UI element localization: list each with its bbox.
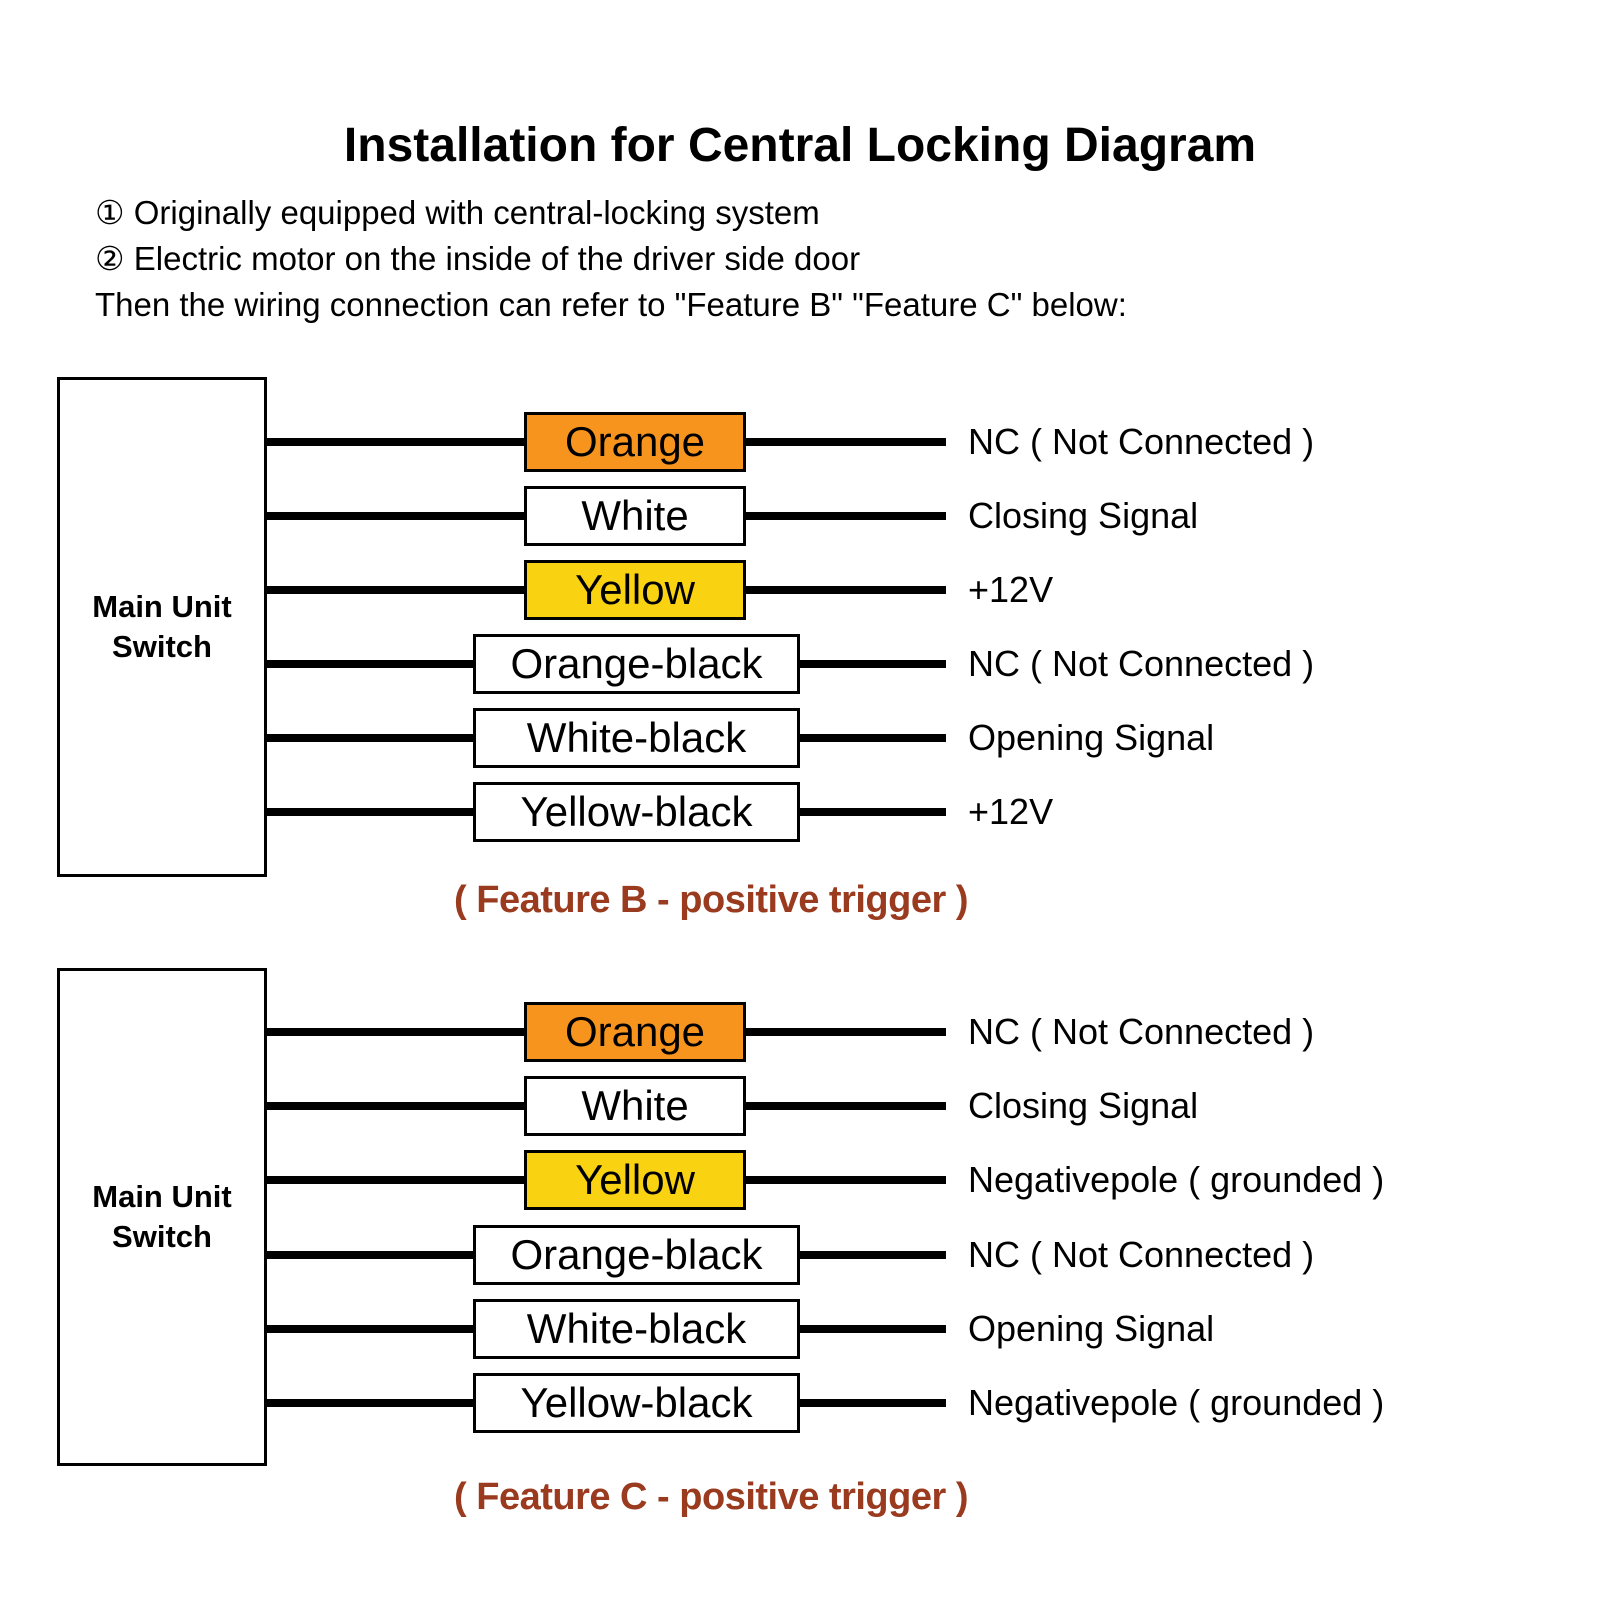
signal-label: Closing Signal <box>968 495 1199 536</box>
wire-label: White-black <box>526 1305 747 1352</box>
wire-line-right <box>798 1325 946 1333</box>
wire-line-left <box>264 1102 524 1110</box>
wire-line-left <box>264 438 524 446</box>
wire-line-left <box>264 586 524 594</box>
wire-line-right <box>798 734 946 742</box>
signal-label: Closing Signal <box>968 1085 1199 1126</box>
wire-line-right <box>798 808 946 816</box>
feature-c-caption: ( Feature C - positive trigger ) <box>454 1476 968 1518</box>
wire-line-right <box>744 1176 946 1184</box>
wire-line-left <box>264 1176 524 1184</box>
main-unit-label-line2: Switch <box>112 1219 212 1254</box>
wire-line-left <box>264 660 473 668</box>
wire-label: White <box>581 1082 689 1129</box>
signal-label: Opening Signal <box>968 717 1215 758</box>
instruction-line-1: ① Originally equipped with central-locki… <box>95 194 820 231</box>
wire-label: Yellow <box>575 566 695 613</box>
signal-label: +12V <box>968 569 1054 610</box>
signal-label: NC ( Not Connected ) <box>968 421 1315 462</box>
signal-label: Opening Signal <box>968 1308 1215 1349</box>
wire-line-right <box>744 438 946 446</box>
page-title: Installation for Central Locking Diagram <box>343 119 1257 172</box>
wire-label: Orange <box>564 1008 706 1055</box>
signal-label: Negativepole ( grounded ) <box>968 1159 1385 1200</box>
wire-line-left <box>264 1325 473 1333</box>
wire-line-right <box>744 512 946 520</box>
wire-label: White <box>581 492 689 539</box>
wire-label-box-yellow-black: Yellow-black <box>473 782 800 842</box>
signal-label: NC ( Not Connected ) <box>968 1011 1315 1052</box>
wire-line-right <box>744 1102 946 1110</box>
wire-label: Yellow-black <box>520 788 753 835</box>
main-unit-switch-box-b: Main Unit Switch <box>57 377 267 877</box>
signal-label: NC ( Not Connected ) <box>968 1234 1315 1275</box>
feature-b-caption: ( Feature B - positive trigger ) <box>454 879 968 921</box>
wire-line-right <box>798 1399 946 1407</box>
wire-label-box-orange: Orange <box>524 1002 746 1062</box>
signal-label: NC ( Not Connected ) <box>968 643 1315 684</box>
wire-line-right <box>798 1251 946 1259</box>
wire-label: Orange <box>564 418 706 465</box>
main-unit-switch-box-c: Main Unit Switch <box>57 968 267 1466</box>
wire-label-box-white-black: White-black <box>473 1299 800 1359</box>
signal-label: Negativepole ( grounded ) <box>968 1382 1385 1423</box>
wire-line-left <box>264 734 473 742</box>
main-unit-label-line2: Switch <box>112 629 212 664</box>
instruction-line-3: Then the wiring connection can refer to … <box>95 286 1127 323</box>
wire-label: Yellow <box>575 1156 695 1203</box>
wire-label-box-yellow-black: Yellow-black <box>473 1373 800 1433</box>
wire-label: White-black <box>526 714 747 761</box>
wire-line-left <box>264 1028 524 1036</box>
wire-label-box-white: White <box>524 1076 746 1136</box>
main-unit-label-line1: Main Unit <box>92 1179 232 1214</box>
wire-label: Yellow-black <box>520 1379 753 1426</box>
wire-label: Orange-black <box>510 1231 763 1278</box>
wire-label-box-white-black: White-black <box>473 708 800 768</box>
wire-line-left <box>264 808 473 816</box>
main-unit-label-line1: Main Unit <box>92 589 232 624</box>
wire-line-left <box>264 1251 473 1259</box>
wire-label-box-white: White <box>524 486 746 546</box>
instruction-line-2: ② Electric motor on the inside of the dr… <box>95 240 861 277</box>
wire-label: Orange-black <box>510 640 763 687</box>
wire-line-right <box>744 586 946 594</box>
wire-line-left <box>264 512 524 520</box>
wire-label-box-orange-black: Orange-black <box>473 1225 800 1285</box>
wire-line-right <box>744 1028 946 1036</box>
wire-label-box-orange: Orange <box>524 412 746 472</box>
wire-line-left <box>264 1399 473 1407</box>
signal-label: +12V <box>968 791 1054 832</box>
wire-label-box-yellow: Yellow <box>524 560 746 620</box>
wire-line-right <box>798 660 946 668</box>
wire-label-box-yellow: Yellow <box>524 1150 746 1210</box>
wire-label-box-orange-black: Orange-black <box>473 634 800 694</box>
instructions: ① Originally equipped with central-locki… <box>95 190 1127 328</box>
